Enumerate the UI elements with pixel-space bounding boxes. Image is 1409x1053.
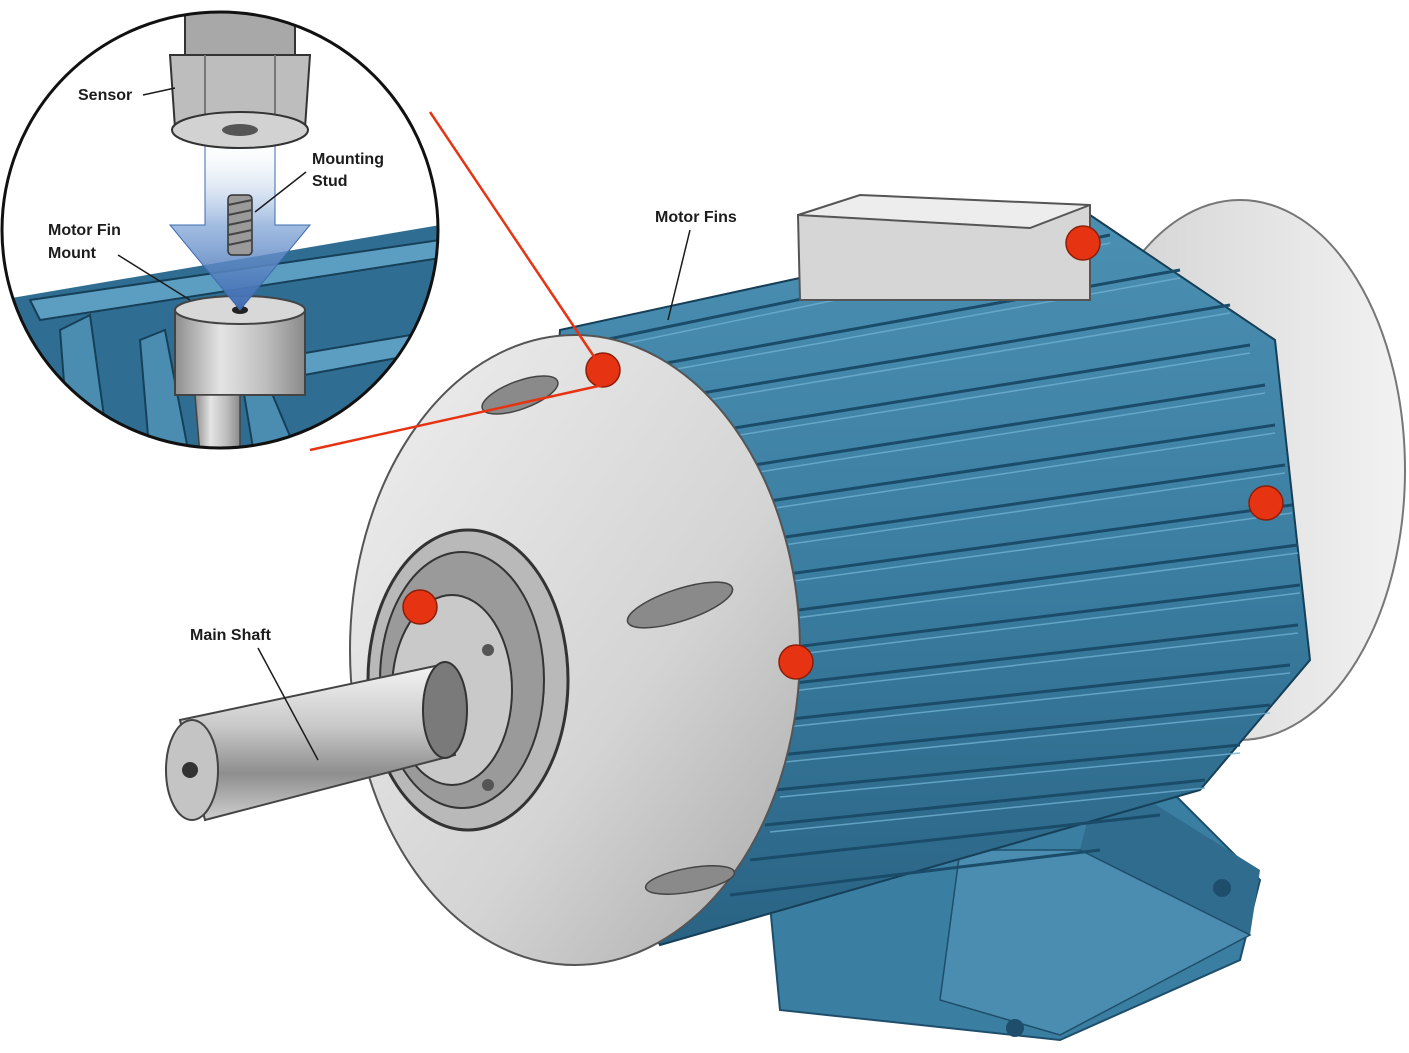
label-mounting-stud-line1: Mounting bbox=[312, 151, 384, 168]
labels: Sensor Mounting Stud Motor Fin Mount Mot… bbox=[48, 87, 737, 761]
label-motor-fins: Motor Fins bbox=[655, 209, 737, 226]
label-mounting-stud-line2: Stud bbox=[312, 173, 348, 190]
inset-detail bbox=[0, 10, 440, 450]
label-motor-fin-mount-line1: Motor Fin bbox=[48, 222, 121, 239]
sensor-marker[interactable] bbox=[778, 644, 814, 680]
sensor-marker[interactable] bbox=[1065, 225, 1101, 261]
callout-lines bbox=[309, 111, 605, 452]
label-main-shaft: Main Shaft bbox=[190, 627, 272, 644]
label-motor-fin-mount-line2: Mount bbox=[48, 245, 97, 262]
mounting-stud bbox=[227, 194, 253, 256]
sensor-marker[interactable] bbox=[1248, 485, 1284, 521]
sensor bbox=[168, 12, 312, 149]
main-shaft bbox=[165, 661, 468, 822]
terminal-box bbox=[796, 193, 1091, 301]
motor bbox=[165, 193, 1406, 1042]
label-sensor: Sensor bbox=[78, 87, 132, 104]
sensor-marker[interactable] bbox=[402, 589, 438, 625]
